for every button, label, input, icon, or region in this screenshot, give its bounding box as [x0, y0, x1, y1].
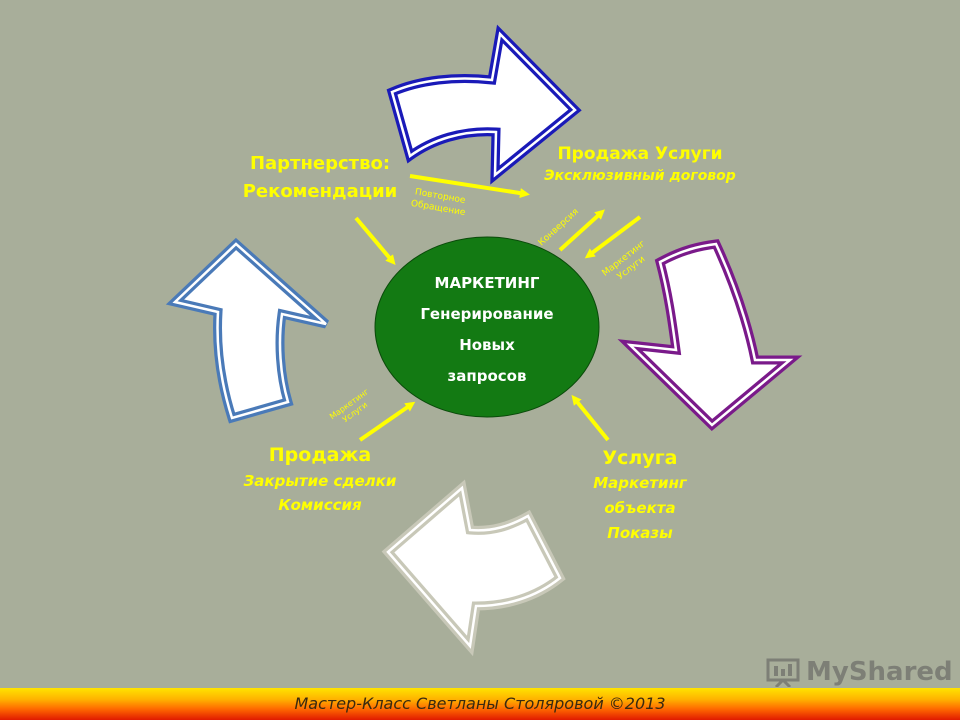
logo-text: MyShared — [806, 657, 953, 687]
sale-title: Продажа — [268, 444, 372, 466]
center-label: МАРКЕТИНГ Генерирование Новых запросов — [376, 268, 598, 392]
footer-bar — [0, 688, 960, 720]
sale-label: Продажа Закрытие сделки Комиссия — [210, 441, 430, 517]
connector-conversion — [558, 209, 605, 252]
footer-text: Мастер-Класс Светланы Столяровой ©2013 — [294, 694, 666, 713]
presentation-board-icon — [766, 658, 800, 687]
center-line-1: МАРКЕТИНГ — [434, 274, 540, 292]
cycle-arrow-bottom — [381, 479, 566, 657]
sale-line-2: Комиссия — [278, 496, 362, 514]
service-line-1: Маркетинг — [593, 474, 687, 492]
connector-marketing-right — [584, 215, 642, 259]
service-title: Услуга — [602, 447, 678, 469]
partnership-line-1: Партнерство: — [249, 153, 391, 174]
connector-service — [571, 394, 610, 442]
cycle-arrow-right — [617, 239, 803, 432]
sale-line-1: Закрытие сделки — [243, 472, 397, 490]
connector-marketing-left — [358, 401, 416, 442]
sale-service-label: Продажа Услуги Эксклюзивный договор — [510, 142, 770, 186]
center-line-4: запросов — [447, 367, 527, 385]
service-line-2: объекта — [604, 499, 676, 517]
center-line-2: Генерирование — [420, 305, 554, 323]
connector-repeat — [409, 174, 530, 199]
center-ellipse — [374, 236, 600, 418]
partnership-line-2: Рекомендации — [242, 181, 398, 202]
partnership-label: Партнерство: Рекомендации — [222, 150, 418, 206]
cycle-arrow-top — [386, 24, 582, 185]
service-label: Услуга Маркетинг объекта Показы — [555, 445, 725, 546]
cycle-arrow-left — [165, 237, 329, 424]
connector-partnership — [354, 216, 396, 266]
sale-service-title: Продажа Услуги — [557, 144, 723, 164]
service-line-3: Показы — [607, 524, 673, 542]
myshared-logo: MyShared — [766, 656, 953, 688]
sale-service-subtitle: Эксклюзивный договор — [544, 168, 736, 184]
center-line-3: Новых — [459, 336, 515, 354]
